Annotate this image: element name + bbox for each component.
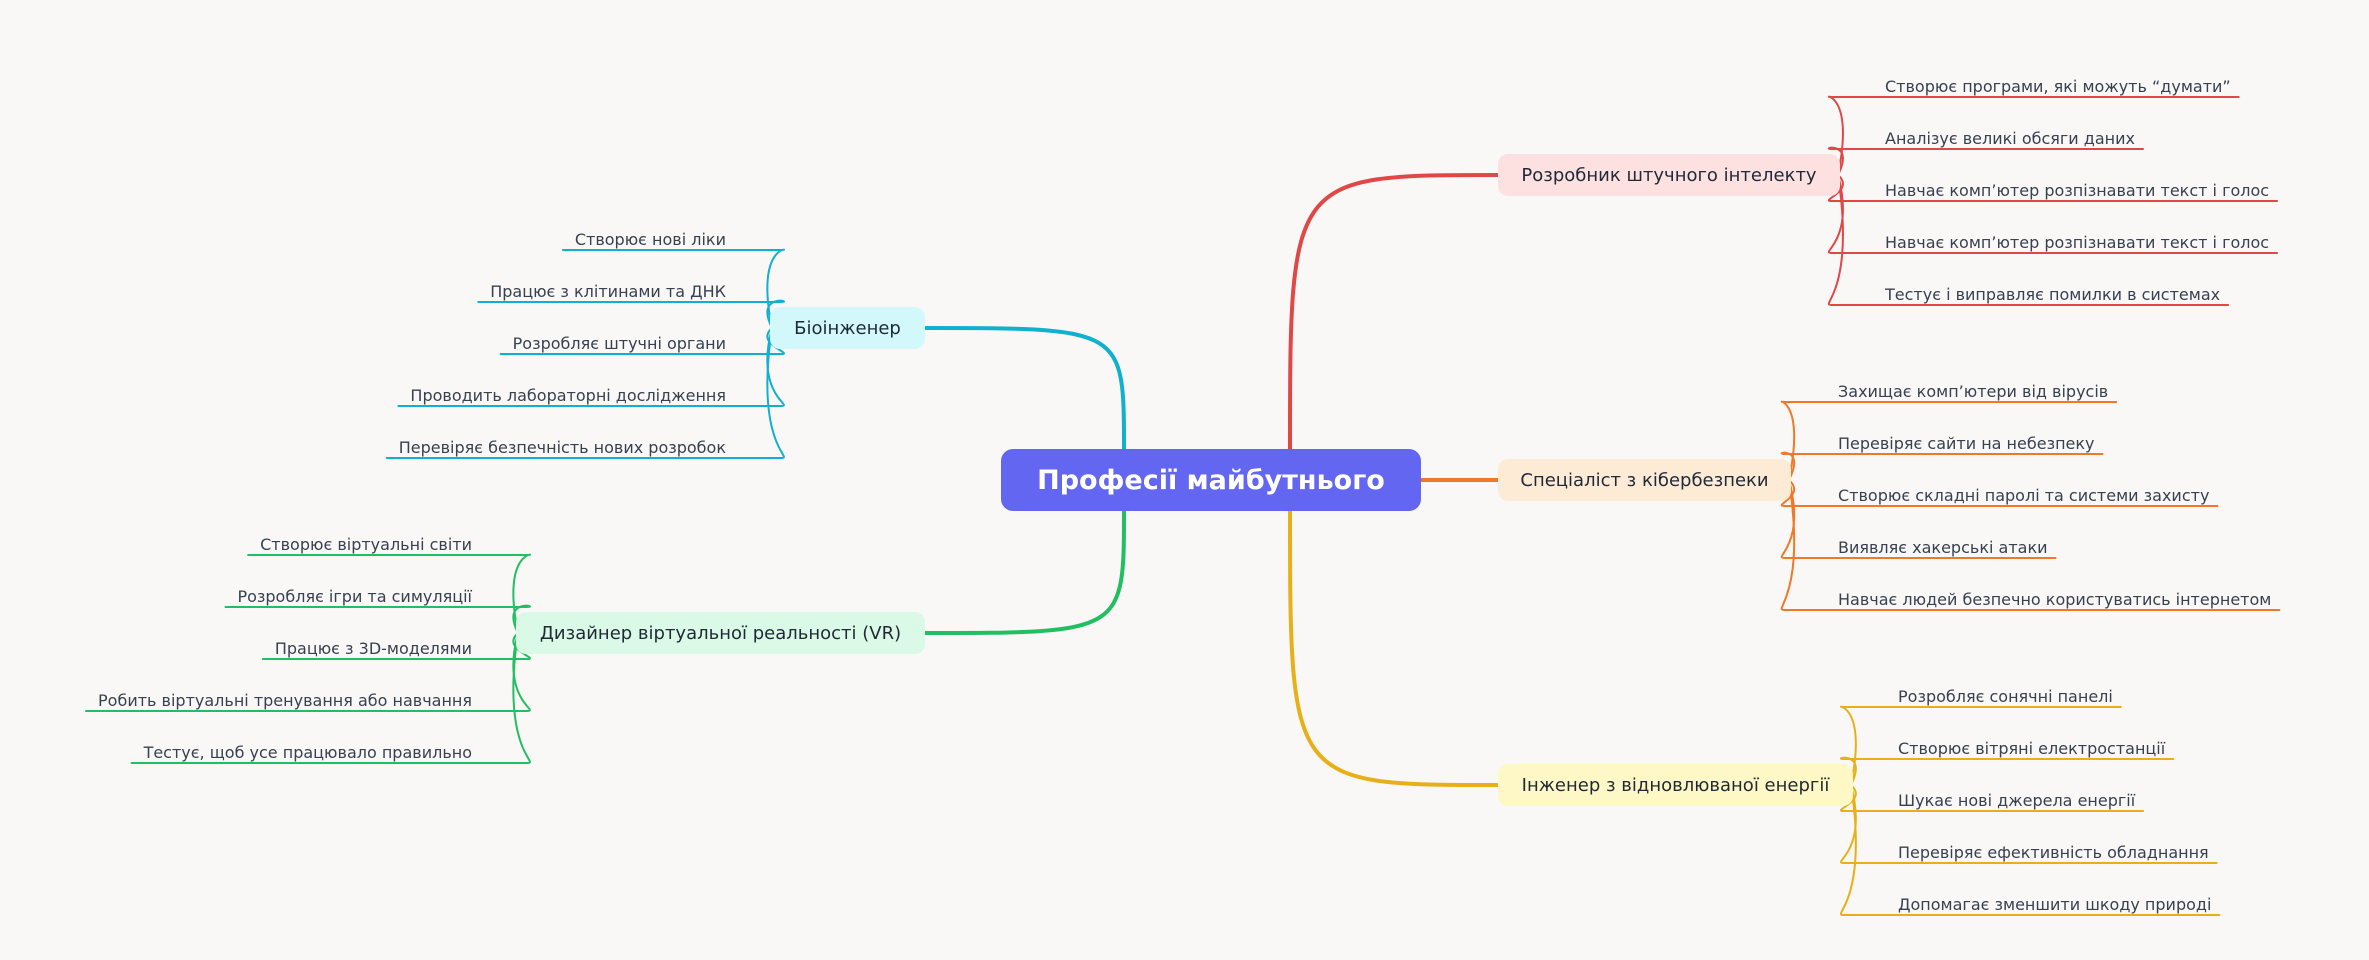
connector-line [1780, 479, 2057, 559]
leaf-item[interactable]: Тестує, щоб усе працювало правильно [143, 743, 472, 762]
branch-label: Дизайнер віртуальної реальності (VR) [539, 622, 902, 644]
connector-line [1839, 784, 2218, 864]
connector-line [1780, 479, 2219, 507]
leaf-item[interactable]: Розробляє штучні органи [512, 334, 726, 353]
branch-ai-developer[interactable]: Розробник штучного інтелекту [1498, 154, 1840, 196]
connector-line [85, 632, 531, 712]
branch-label: Біоінженер [794, 317, 901, 339]
connector-line [923, 326, 1126, 451]
connector-line [224, 604, 531, 634]
leaf-item[interactable]: Працює з 3D-моделями [274, 639, 472, 658]
connector-line [1840, 784, 2145, 812]
connector-line [1827, 146, 2144, 176]
connector-line [1839, 784, 2221, 916]
leaf-item[interactable]: Створює програми, які можуть “думати” [1885, 77, 2231, 96]
leaf-item[interactable]: Навчає комп’ютер розпізнавати текст і го… [1885, 233, 2270, 252]
leaf-item[interactable]: Допомагає зменшити шкоду природі [1898, 895, 2212, 914]
connector-line [1288, 509, 1500, 787]
leaf-item[interactable]: Виявляє хакерські атаки [1838, 538, 2048, 557]
connector-line [1839, 705, 2122, 786]
leaf-item[interactable]: Захищає комп’ютери від вірусів [1838, 382, 2109, 401]
leaf-item[interactable]: Розробляє сонячні панелі [1898, 687, 2113, 706]
root-node[interactable]: Професії майбутнього [1001, 449, 1421, 511]
branch-bioengineer[interactable]: Біоінженер [770, 307, 925, 349]
leaf-item[interactable]: Створює вітряні електростанції [1898, 739, 2166, 758]
connector-line [397, 327, 785, 407]
leaf-item[interactable]: Перевіряє сайти на небезпеку [1838, 434, 2095, 453]
leaf-item[interactable]: Створює віртуальні світи [260, 535, 472, 554]
leaf-item[interactable]: Навчає комп’ютер розпізнавати текст і го… [1885, 181, 2270, 200]
leaf-item[interactable]: Тестує і виправляє помилки в системах [1885, 285, 2221, 304]
connector-line [477, 299, 785, 329]
connector-line [561, 248, 785, 329]
leaf-item[interactable]: Створює нові ліки [574, 230, 726, 249]
branch-label: Розробник штучного інтелекту [1521, 164, 1817, 186]
connector-line [1827, 95, 2240, 176]
connector-line [1780, 400, 2118, 481]
root-title: Професії майбутнього [1037, 464, 1385, 496]
branch-vr-designer[interactable]: Дизайнер віртуальної реальності (VR) [516, 612, 925, 654]
leaf-item[interactable]: Перевіряє безпечність нових розробок [398, 438, 726, 457]
branch-renewable-energy-engineer[interactable]: Інженер з відновлюваної енергії [1498, 764, 1853, 806]
leaf-item[interactable]: Працює з клітинами та ДНК [490, 282, 726, 301]
branch-cybersecurity-specialist[interactable]: Спеціаліст з кібербезпеки [1498, 459, 1791, 501]
connector-line [1780, 479, 2281, 611]
branch-label: Спеціаліст з кібербезпеки [1520, 469, 1769, 491]
connector-line [1288, 173, 1500, 451]
leaf-item[interactable]: Робить віртуальні тренування або навчанн… [98, 691, 472, 710]
leaf-item[interactable]: Створює складні паролі та системи захист… [1838, 486, 2210, 505]
leaf-item[interactable]: Перевіряє ефективність обладнання [1898, 843, 2209, 862]
leaf-item[interactable]: Проводить лабораторні дослідження [410, 386, 726, 405]
leaf-item[interactable]: Аналізує великі обсяги даних [1885, 129, 2135, 148]
connector-line [1827, 174, 2230, 306]
connector-line [1827, 174, 2279, 254]
leaf-item[interactable]: Навчає людей безпечно користуватись інте… [1838, 590, 2272, 609]
leaf-item[interactable]: Шукає нові джерела енергії [1898, 791, 2136, 810]
connector-line [247, 553, 531, 634]
connector-line [1780, 451, 2104, 481]
connector-line [1828, 174, 2279, 202]
connector-line [923, 509, 1126, 635]
leaf-item[interactable]: Розробляє ігри та симуляції [237, 587, 472, 606]
branch-label: Інженер з відновлюваної енергії [1521, 774, 1830, 796]
connector-line [385, 327, 785, 459]
connector-line [130, 632, 531, 764]
connector-line [1840, 756, 2175, 786]
